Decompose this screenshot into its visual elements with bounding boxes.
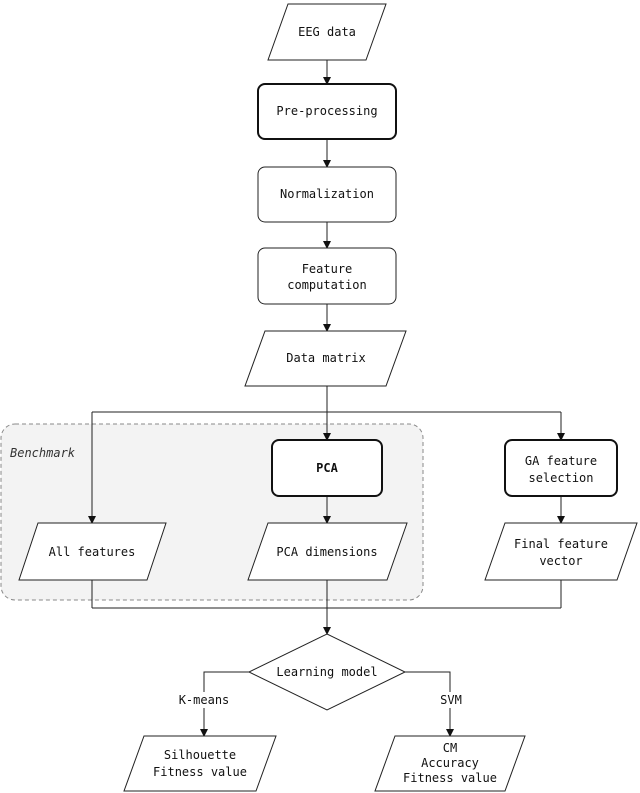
node-data-matrix: Data matrix bbox=[244, 330, 407, 387]
final-feature-vector-shape bbox=[484, 522, 638, 581]
svm-label-bg bbox=[432, 692, 470, 708]
node-silhouette: Silhouette Fitness value bbox=[123, 735, 277, 792]
feature-computation-label-2: computation bbox=[287, 278, 366, 292]
final-feature-vector-label-1: Final feature bbox=[514, 537, 608, 551]
cm-accuracy-label-1: CM bbox=[443, 741, 457, 755]
data-matrix-shape bbox=[244, 330, 407, 387]
all-features-label: All features bbox=[49, 545, 136, 559]
pca-dimensions-shape bbox=[247, 522, 408, 581]
benchmark-label: Benchmark bbox=[10, 446, 76, 460]
eeg-data-shape bbox=[267, 3, 387, 61]
learning-model-label: Learning model bbox=[276, 665, 377, 679]
feature-computation-shape bbox=[257, 247, 397, 305]
normalization-shape bbox=[257, 166, 397, 223]
node-feature-computation: Feature computation bbox=[257, 247, 397, 305]
arrow-to-cm bbox=[405, 671, 454, 737]
node-pre-processing: Pre-processing bbox=[257, 83, 397, 140]
node-normalization: Normalization bbox=[257, 166, 397, 223]
cm-accuracy-label-2: Accuracy bbox=[421, 756, 479, 770]
silhouette-label-1: Silhouette bbox=[164, 748, 236, 762]
final-feature-vector-label-2: vector bbox=[539, 554, 582, 568]
node-eeg-data: EEG data bbox=[267, 3, 387, 61]
ga-feature-selection-label-2: selection bbox=[528, 471, 593, 485]
node-pca-dimensions: PCA dimensions bbox=[247, 522, 408, 581]
pca-label: PCA bbox=[316, 461, 338, 475]
pca-shape bbox=[271, 439, 383, 497]
feature-computation-label-1: Feature bbox=[302, 262, 353, 276]
eeg-data-label: EEG data bbox=[298, 25, 356, 39]
ga-feature-selection-shape bbox=[504, 439, 618, 497]
node-cm-accuracy: CM Accuracy Fitness value bbox=[374, 735, 526, 792]
all-features-shape bbox=[18, 522, 167, 581]
node-ga-feature-selection: GA feature selection bbox=[504, 439, 618, 497]
node-learning-model: Learning model bbox=[247, 633, 407, 711]
pca-dimensions-label: PCA dimensions bbox=[276, 545, 377, 559]
kmeans-label: K-means bbox=[179, 693, 230, 707]
svm-label: SVM bbox=[440, 693, 462, 707]
data-matrix-label: Data matrix bbox=[286, 351, 365, 365]
node-pca: PCA bbox=[271, 439, 383, 497]
silhouette-shape bbox=[123, 735, 277, 792]
normalization-label: Normalization bbox=[280, 187, 374, 201]
node-all-features: All features bbox=[18, 522, 167, 581]
silhouette-label-2: Fitness value bbox=[153, 765, 247, 779]
ga-feature-selection-label-1: GA feature bbox=[525, 454, 597, 468]
pre-processing-label: Pre-processing bbox=[276, 104, 377, 118]
arrow-to-silhouette bbox=[200, 671, 249, 737]
node-final-feature-vector: Final feature vector bbox=[484, 522, 638, 581]
connectors bbox=[88, 60, 565, 737]
kmeans-label-bg bbox=[167, 692, 239, 708]
learning-model-shape bbox=[247, 633, 407, 711]
cm-accuracy-shape bbox=[374, 735, 526, 792]
pre-processing-shape bbox=[257, 83, 397, 140]
cm-accuracy-label-3: Fitness value bbox=[403, 771, 497, 785]
